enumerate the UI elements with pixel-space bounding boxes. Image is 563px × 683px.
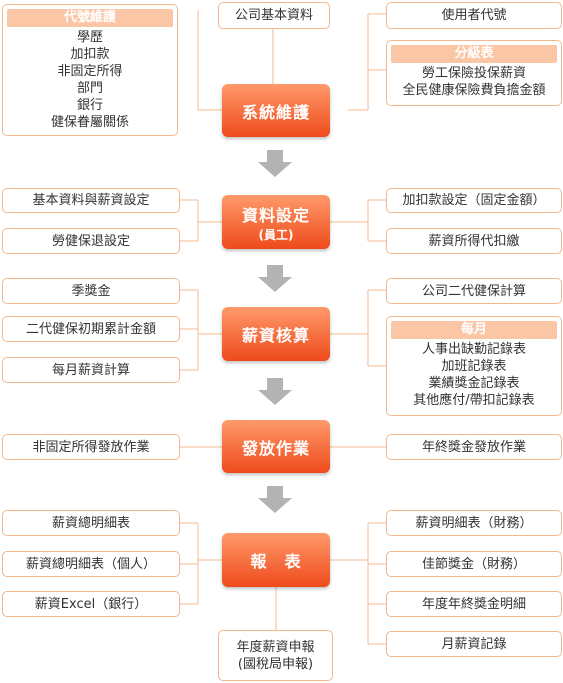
grade-table-header: 分級表 bbox=[391, 45, 557, 63]
basic-salary-setup-box: 基本資料與薪資設定 bbox=[2, 188, 180, 213]
nonfixed-income-payout-box: 非固定所得發放作業 bbox=[2, 434, 180, 460]
monthly-header: 每月 bbox=[391, 321, 557, 339]
monthly-item-performance-bonus: 業績獎金記錄表 bbox=[428, 376, 520, 391]
salary-summary-box: 薪資總明細表 bbox=[2, 510, 180, 536]
code-item-department: 部門 bbox=[76, 81, 103, 96]
code-item-adjustments: 加扣款 bbox=[70, 47, 110, 62]
grade-table-box: 分級表 勞工保險投保薪資 全民健康保險費負擔金額 bbox=[386, 40, 562, 106]
stage-label: 薪資核算 bbox=[241, 326, 310, 345]
stage-reports: 報 表 bbox=[222, 533, 330, 587]
code-item-education: 學歷 bbox=[76, 30, 103, 45]
festival-bonus-finance-box: 佳節獎金（財務） bbox=[386, 551, 562, 577]
stage-payout: 發放作業 bbox=[222, 420, 330, 473]
monthly-item-attendance: 人事出缺勤記錄表 bbox=[421, 342, 526, 357]
annual-tax-filing-box: 年度薪資申報 (國稅局申報) bbox=[218, 630, 333, 681]
code-maintenance-header: 代號維護 bbox=[7, 9, 173, 27]
code-maintenance-box: 代號維護 學歷 加扣款 非固定所得 部門 銀行 健保眷屬關係 bbox=[2, 4, 178, 136]
stage-label: 發放作業 bbox=[241, 438, 310, 458]
stage-data-setup: 資料設定 (員工) bbox=[222, 195, 330, 249]
down-arrow-icon bbox=[258, 265, 292, 292]
code-item-dependent-relation: 健保眷屬關係 bbox=[50, 115, 129, 130]
insurance-setup-box: 勞健保退設定 bbox=[2, 228, 180, 254]
code-item-nonfixed-income: 非固定所得 bbox=[57, 64, 123, 79]
annual-year-end-bonus-box: 年度年終獎金明細 bbox=[386, 591, 562, 617]
monthly-item-overtime: 加班記錄表 bbox=[441, 359, 507, 374]
down-arrow-icon bbox=[258, 150, 292, 177]
annual-tax-filing-line2: (國稅局申報) bbox=[237, 656, 314, 672]
quarter-bonus-box: 季獎金 bbox=[2, 278, 180, 304]
stage-sublabel: (員工) bbox=[258, 227, 294, 242]
grade-item-health-insurance: 全民健康保險費負擔金額 bbox=[402, 83, 546, 98]
user-code-box: 使用者代號 bbox=[386, 2, 562, 29]
monthly-salary-record-box: 月薪資記錄 bbox=[386, 631, 562, 657]
stage-label: 資料設定 bbox=[241, 205, 310, 225]
company-basic-data-box: 公司基本資料 bbox=[218, 2, 330, 29]
nhi-initial-cumulative-box: 二代健保初期累計金額 bbox=[2, 316, 180, 342]
salary-detail-finance-box: 薪資明細表（財務） bbox=[386, 510, 562, 536]
withholding-box: 薪資所得代扣繳 bbox=[386, 228, 562, 254]
salary-excel-bank-box: 薪資Excel（銀行） bbox=[2, 591, 180, 617]
stage-system-maintenance: 系統維護 bbox=[222, 84, 330, 137]
fixed-adjustment-setup-box: 加扣款設定（固定金額） bbox=[386, 188, 562, 213]
down-arrow-icon bbox=[258, 378, 292, 405]
year-end-bonus-payout-box: 年終獎金發放作業 bbox=[386, 434, 562, 460]
company-nhi-calc-box: 公司二代健保計算 bbox=[386, 278, 562, 304]
monthly-item-other-payables: 其他應付/帶扣記錄表 bbox=[413, 393, 535, 408]
code-item-bank: 銀行 bbox=[76, 98, 103, 113]
stage-label: 系統維護 bbox=[241, 102, 310, 122]
annual-tax-filing-line1: 年度薪資申報 bbox=[236, 639, 315, 655]
monthly-records-box: 每月 人事出缺勤記錄表 加班記錄表 業績獎金記錄表 其他應付/帶扣記錄表 bbox=[386, 316, 562, 416]
stage-label: 報 表 bbox=[250, 552, 302, 571]
stage-payroll-calc: 薪資核算 bbox=[222, 307, 330, 361]
salary-summary-personal-box: 薪資總明細表（個人） bbox=[2, 551, 180, 577]
grade-item-labor-insurance: 勞工保險投保薪資 bbox=[421, 66, 526, 81]
monthly-salary-calc-box: 每月薪資計算 bbox=[2, 357, 180, 383]
down-arrow-icon bbox=[258, 486, 292, 513]
